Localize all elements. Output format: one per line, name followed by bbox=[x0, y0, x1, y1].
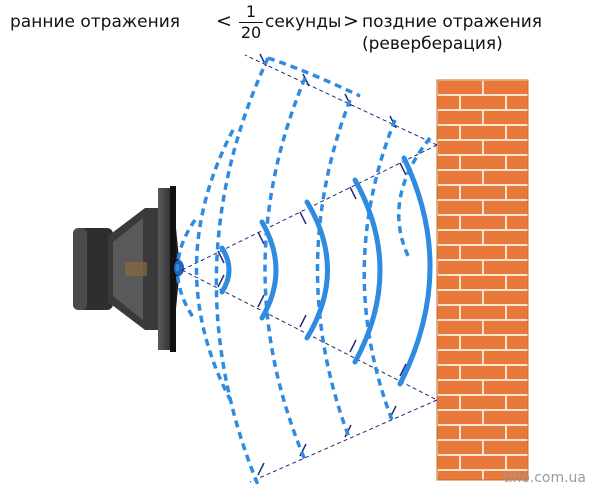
late-reflections-label: поздние отражения bbox=[362, 12, 543, 32]
greater-than-sign: > bbox=[343, 10, 359, 32]
ray-reflected-lower bbox=[249, 399, 438, 483]
reverberation-label: (реверберация) bbox=[362, 34, 503, 54]
wavefront-1 bbox=[219, 245, 232, 295]
early-reflections-label: ранние отражения bbox=[10, 12, 181, 32]
dashed-arc-top bbox=[267, 56, 361, 98]
dashed-wavefront-7 bbox=[397, 136, 432, 261]
loudspeaker bbox=[73, 186, 184, 352]
fraction-denominator: 20 bbox=[240, 23, 262, 42]
time-fraction: 1 20 bbox=[238, 3, 264, 42]
wavefront-4 bbox=[352, 177, 383, 365]
dashed-wavefront-2 bbox=[194, 129, 235, 406]
wavefront-5 bbox=[397, 155, 433, 387]
reflection-rays bbox=[181, 53, 438, 483]
dashed-wavefront-3 bbox=[214, 57, 270, 486]
dashed-wavefront-6 bbox=[362, 119, 397, 421]
dashed-wavefront-5 bbox=[315, 99, 352, 441]
watermark: tiho.com.ua bbox=[503, 470, 586, 486]
ray-reflected-upper bbox=[244, 54, 438, 146]
fraction-bar bbox=[239, 22, 263, 23]
reflected-wavefronts bbox=[175, 56, 432, 486]
brick-wall bbox=[436, 79, 529, 481]
dashed-wavefront-1 bbox=[175, 218, 197, 322]
seconds-label: секунды bbox=[265, 12, 342, 32]
less-than-sign: < bbox=[216, 10, 232, 32]
dashed-wavefront-4 bbox=[263, 77, 307, 461]
wavefront-3 bbox=[304, 199, 330, 341]
fraction-numerator: 1 bbox=[245, 2, 257, 21]
